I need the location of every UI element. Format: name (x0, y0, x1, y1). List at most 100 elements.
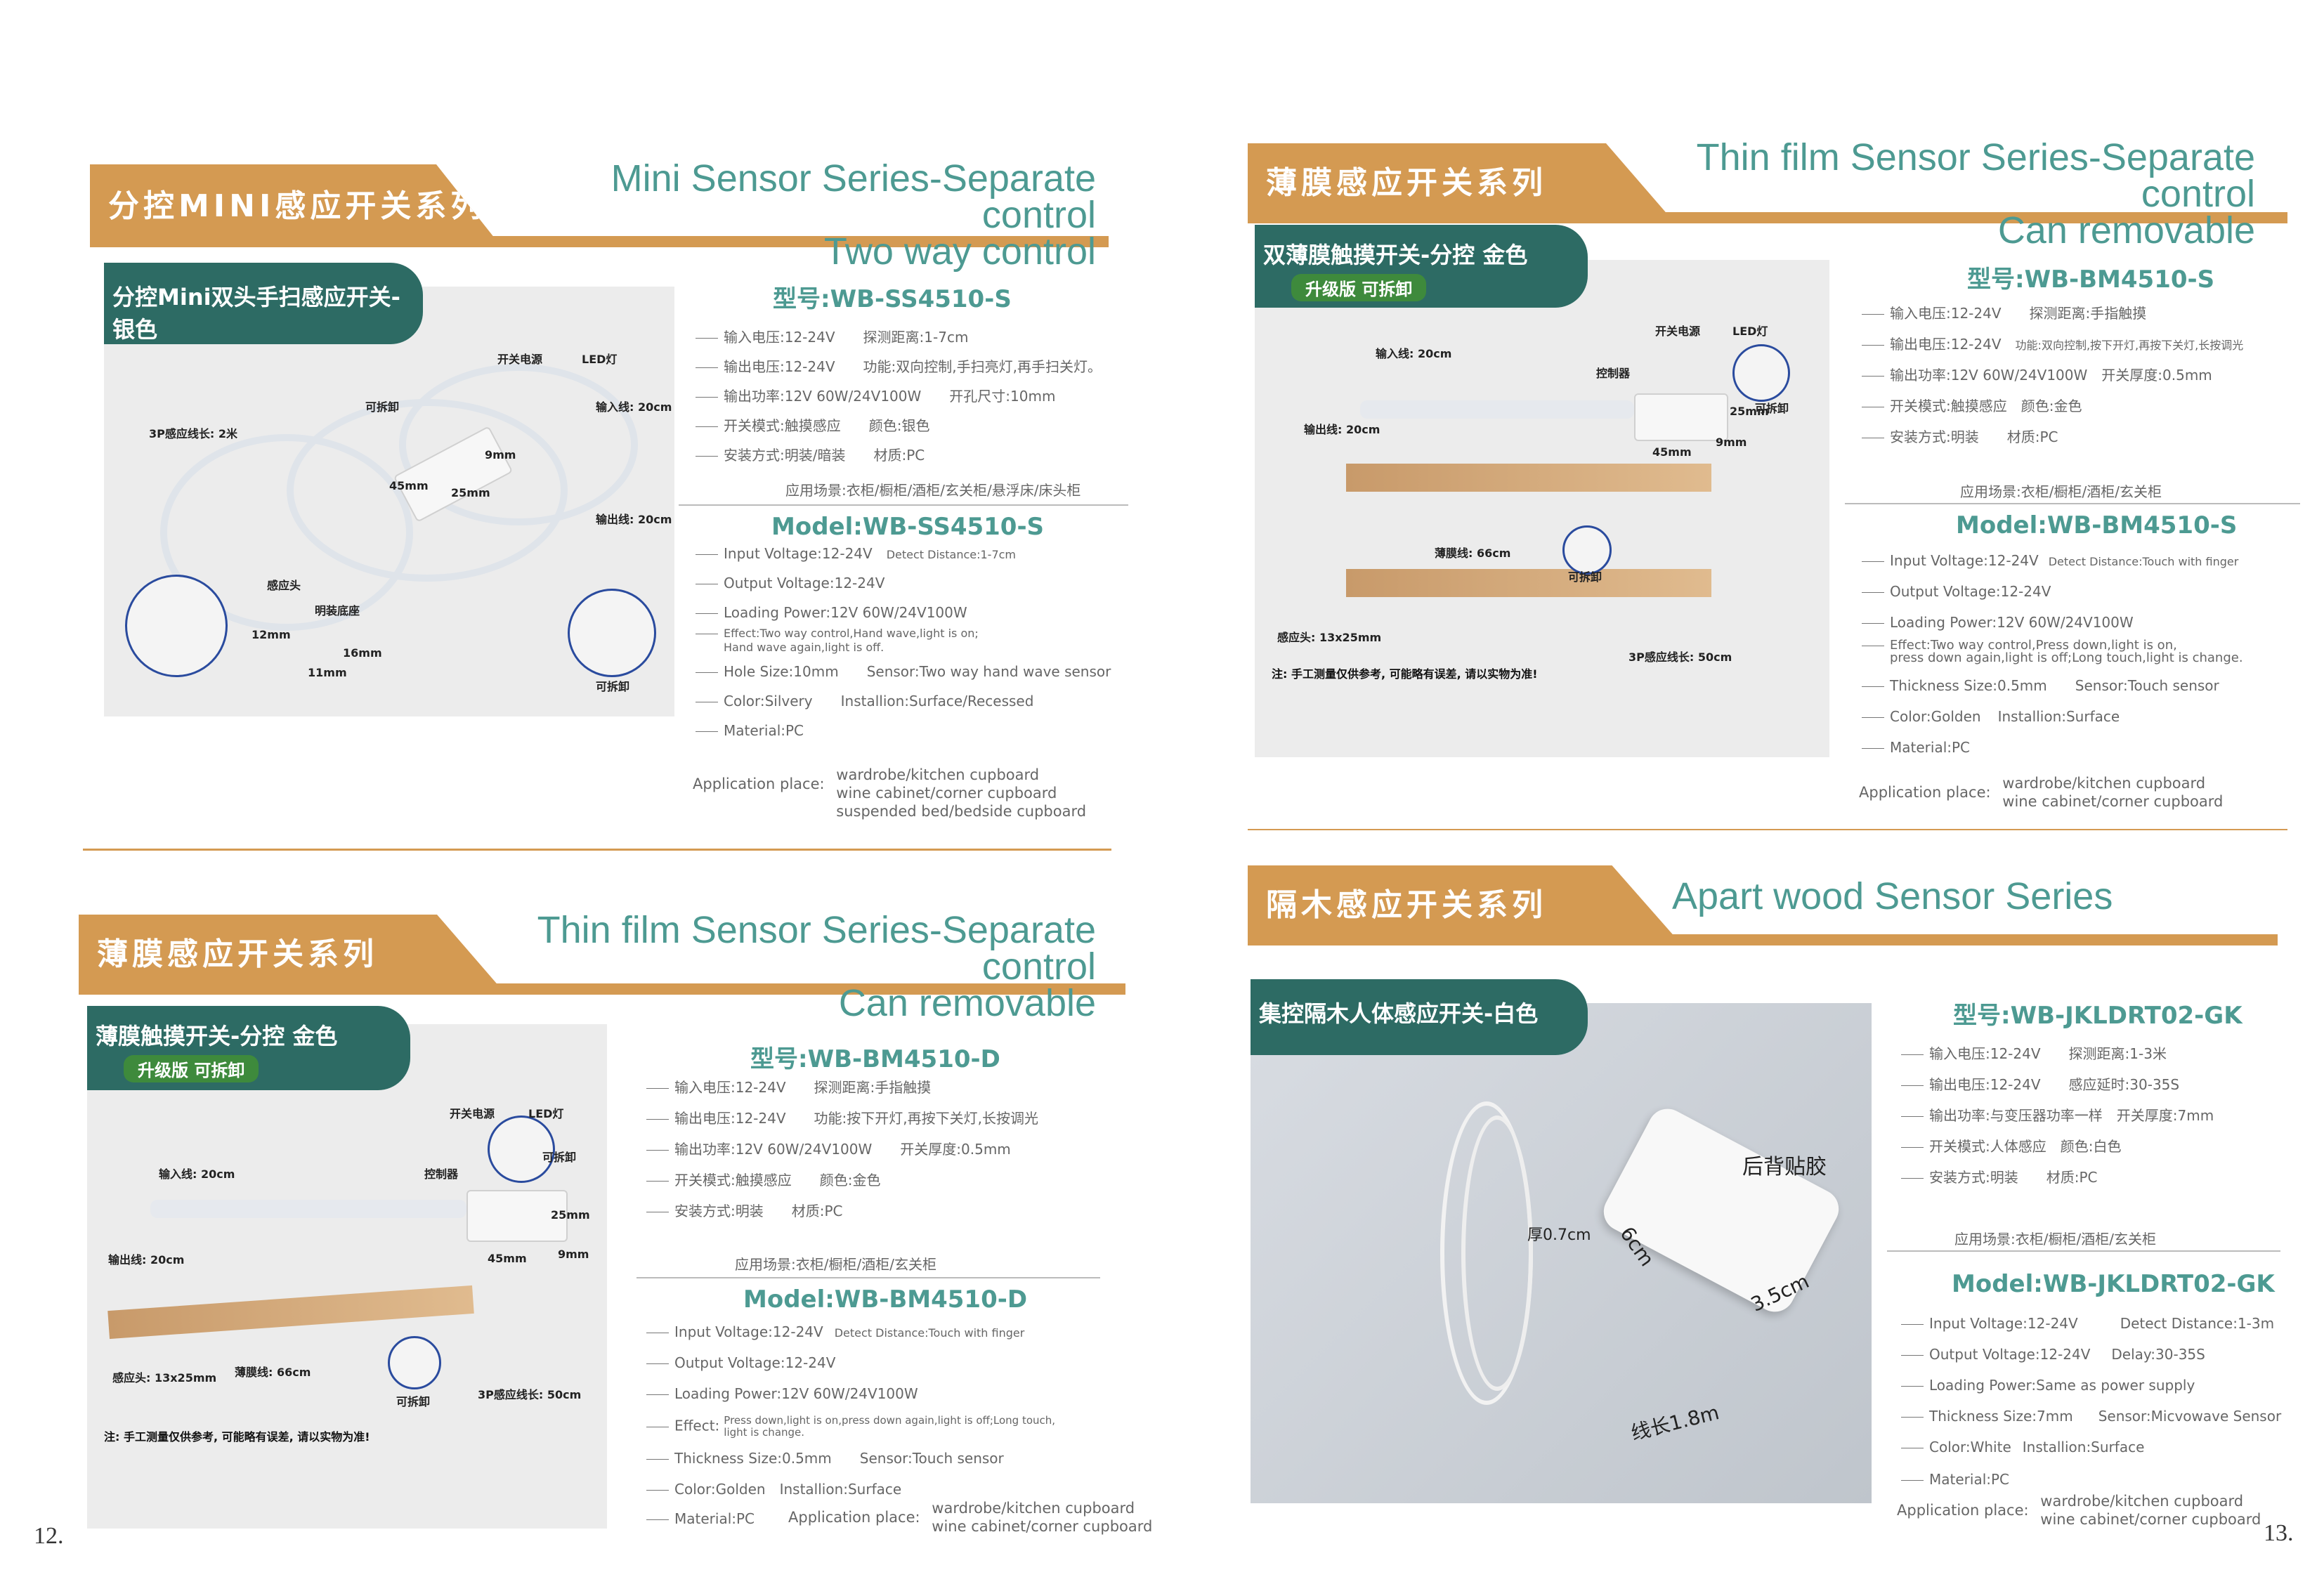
photo-label: 后背贴胶 (1742, 1155, 1827, 1179)
input-cable (1360, 400, 1634, 419)
spec-en: Output Voltage:12-24V (1862, 583, 2051, 600)
photo-label: 感应头: 13x25mm (112, 1371, 217, 1385)
photo-label: 9mm (1716, 436, 1747, 449)
model-cn: 型号:WB-BM4510-D (750, 1045, 1000, 1073)
photo-label: 开关电源 (450, 1107, 495, 1120)
spec-en: Material:PC (696, 722, 804, 739)
photo-label: 25mm (1730, 405, 1769, 418)
photo-label: 薄膜线: 66cm (235, 1366, 311, 1379)
photo-label: 11mm (308, 666, 347, 679)
photo-label: 16mm (343, 646, 382, 660)
photo-label: 厚0.7cm (1527, 1226, 1591, 1244)
photo-label: 可拆卸 (365, 400, 400, 414)
controller-box (1634, 393, 1728, 441)
product-photo: 输入线: 20cm 输出线: 20cm 控制器 可拆卸 薄膜线: 66cm 感应… (1255, 260, 1829, 757)
product-tag-sub: 升级版 可拆卸 (1291, 274, 1427, 301)
application-en: Application place: wardrobe/kitchen cupb… (1859, 775, 2224, 810)
photo-label: 45mm (1652, 445, 1692, 459)
photo-label: 可拆卸 (1568, 570, 1602, 584)
section-divider (1248, 829, 2287, 830)
spec-en: Effect:Two way control,Press down,light … (1862, 639, 2243, 665)
application-cn: 应用场景:衣柜/橱柜/酒柜/玄关柜 (1960, 483, 2162, 500)
page-number-left: 12. (34, 1523, 64, 1549)
spec-cn: 安装方式:明装材质:PC (1901, 1169, 2098, 1186)
section-divider (83, 849, 1111, 851)
product-tag: 薄膜触摸开关-分控 金色 升级版 可拆卸 (87, 1006, 410, 1090)
series-title-en: Apart wood Sensor Series (1672, 875, 2113, 917)
photo-label: 可拆卸 (396, 1395, 431, 1408)
film-strip (107, 1285, 474, 1340)
product-tag-sub: 升级版 可拆卸 (124, 1055, 259, 1082)
spec-en: Loading Power:12V 60W/24V100W (696, 604, 967, 621)
disclaimer-note: 注: 手工测量仅供参考, 可能略有误差, 请以实物为准! (104, 1430, 370, 1444)
photo-label: 可拆卸 (1755, 402, 1789, 415)
connector-zoom (568, 589, 656, 677)
cable-loop (399, 364, 638, 525)
application-en: Application place: wardrobe/kitchen cupb… (1897, 1493, 2261, 1528)
spec-en: Output Voltage:12-24V (696, 575, 884, 591)
series-title-en: Mini Sensor Series-Separate control Two … (611, 157, 1096, 273)
photo-label: LED灯 (528, 1107, 564, 1120)
connector-zoom (388, 1336, 441, 1389)
photo-label: 45mm (389, 479, 429, 492)
product-tag: 分控Mini双头手扫感应开关-银色 (104, 263, 423, 344)
photo-label: 开关电源 (497, 353, 543, 366)
photo-label: 可拆卸 (596, 680, 630, 693)
spec-en: Effect:Press down,light is on,press down… (646, 1415, 1055, 1439)
photo-label: 3P感应线长: 50cm (1628, 650, 1732, 664)
product-tag: 双薄膜触摸开关-分控 金色 升级版 可拆卸 (1255, 225, 1588, 308)
application-en: Application place: wardrobe/kitchen cupb… (693, 766, 1087, 820)
photo-label: 输入线: 20cm (1376, 347, 1452, 360)
photo-label: 输出线: 20cm (596, 513, 672, 526)
photo-label: 25mm (451, 486, 490, 499)
photo-label: 9mm (485, 448, 516, 462)
series-tag-cn: 隔木感应开关系列 (1248, 865, 1676, 938)
divider-rule (679, 504, 1128, 506)
spec-en: Material:PC (1862, 739, 1970, 756)
photo-label: 输入线: 20cm (159, 1167, 235, 1181)
sensor-head-zoom (125, 575, 228, 677)
series-underline (1248, 212, 2287, 223)
series-underline (79, 983, 1125, 995)
photo-label: 感应头: 13x25mm (1277, 631, 1382, 644)
series-tag-cn: 分控MINI感应开关系列 (90, 164, 497, 242)
connector-zoom (488, 1115, 555, 1183)
spec-cn: 开关模式:人体感应颜色:白色 (1901, 1138, 2122, 1155)
model-en: Model:WB-JKLDRT02-GK (1952, 1270, 2275, 1298)
application-cn: 应用场景:衣柜/橱柜/酒柜/玄关柜 (735, 1256, 936, 1273)
photo-label: 控制器 (1596, 367, 1631, 380)
divider-rule (1887, 1250, 2280, 1252)
model-en: Model:WB-BM4510-S (1956, 511, 2238, 539)
product-photo: 3P感应线长: 2米 可拆卸 输入线: 20cm 输出线: 20cm 感应头 明… (104, 287, 674, 716)
product-tag-title: 薄膜触摸开关-分控 金色 (96, 1023, 338, 1049)
application-cn: 应用场景:衣柜/橱柜/酒柜/玄关柜/悬浮床/床头柜 (785, 482, 1081, 499)
photo-label: 3P感应线长: 50cm (478, 1388, 582, 1401)
disclaimer-note: 注: 手工测量仅供参考, 可能略有误差, 请以实物为准! (1272, 667, 1538, 681)
spec-cn: 安装方式:明装材质:PC (646, 1203, 843, 1219)
photo-label: LED灯 (1732, 325, 1768, 338)
controller-box (466, 1190, 568, 1242)
series-title-en: Thin film Sensor Series-Separate control… (537, 909, 1096, 1024)
photo-label: 输出线: 20cm (108, 1253, 185, 1267)
photo-label: 开关电源 (1655, 325, 1701, 338)
spec-en: Material:PC (646, 1510, 755, 1527)
photo-label: 输入线: 20cm (596, 400, 672, 414)
model-cn: 型号:WB-SS4510-S (773, 285, 1012, 313)
photo-label: 控制器 (424, 1167, 459, 1181)
spec-cn: 开关模式:触摸感应颜色:银色 (696, 417, 930, 434)
divider-rule (1845, 503, 2300, 504)
photo-label: 线长1.8m (1628, 1400, 1722, 1445)
application-cn: 应用场景:衣柜/橱柜/酒柜/玄关柜 (1954, 1231, 2156, 1248)
photo-label: 12mm (252, 628, 291, 641)
